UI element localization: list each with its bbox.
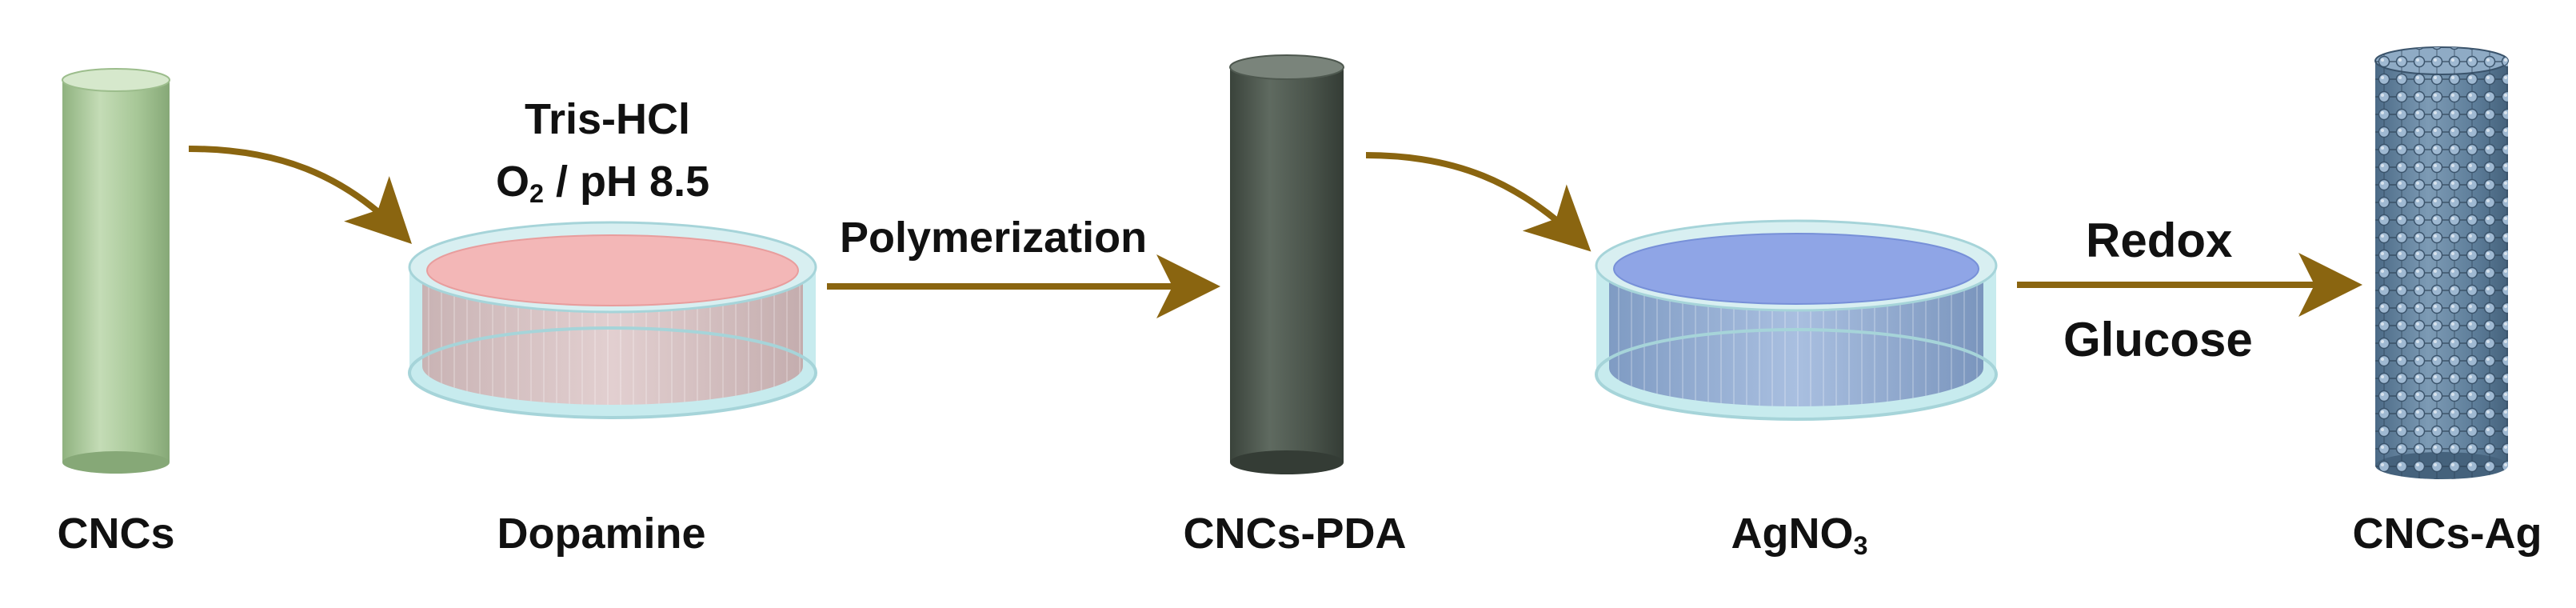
cncs-pda-rod [1229,54,1344,474]
caption-cncs: CNCs [57,510,175,558]
caption-cncs-pda: CNCs-PDA [1183,510,1407,558]
condition-o2-ph: O2 / pH 8.5 [496,157,709,206]
caption-dopamine: Dopamine [497,510,706,558]
agno3-subscript: 3 [1853,531,1868,561]
cncs-ag-rod [2374,46,2509,479]
condition-tris-hcl: Tris-HCl [525,95,691,143]
caption-cncs-ag: CNCs-Ag [2352,510,2542,558]
condition-polymerization: Polymerization [840,214,1148,262]
dopamine-dish [408,221,817,419]
o2-text: O [496,158,530,206]
caption-agno3: AgNO3 [1731,509,1868,558]
condition-glucose: Glucose [2063,313,2253,366]
condition-redox: Redox [2086,214,2233,267]
arrow-pda-to-agno3 [1365,152,1592,252]
o2-subscript: 2 [529,179,545,209]
agno3-dish [1595,219,1998,421]
arrow-cncs-to-dopamine [188,146,412,244]
agno3-text: AgNO [1731,510,1854,558]
ph-text: / pH 8.5 [556,158,710,206]
cncs-rod [62,68,170,474]
